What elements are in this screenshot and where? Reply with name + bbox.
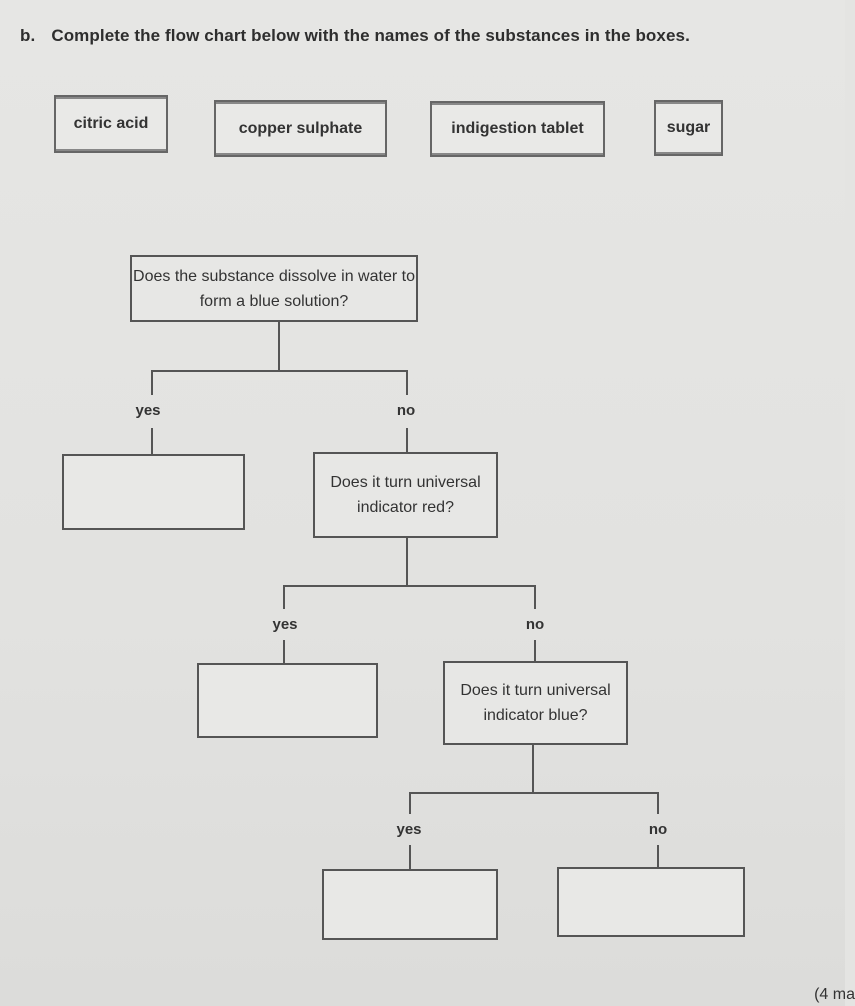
connector-line — [534, 640, 536, 662]
substance-copper-sulphate: copper sulphate — [214, 100, 387, 157]
connector-line — [406, 428, 408, 453]
branch-label-no: no — [396, 402, 416, 419]
instruction-text: Complete the flow chart below with the n… — [51, 26, 690, 45]
connector-line — [657, 845, 659, 868]
branch-label-no: no — [648, 821, 668, 838]
branch-label-yes: yes — [272, 616, 298, 633]
connector-line — [283, 640, 285, 664]
branch-label-no: no — [525, 616, 545, 633]
connector-line — [409, 792, 659, 794]
substance-citric-acid: citric acid — [54, 95, 168, 153]
substance-indigestion-tablet: indigestion tablet — [430, 101, 605, 157]
question-instruction: b. Complete the flow chart below with the… — [20, 26, 690, 46]
answer-box-1[interactable] — [62, 454, 245, 530]
substance-sugar: sugar — [654, 100, 723, 156]
connector-line — [151, 370, 408, 372]
question-box-indicator-blue: Does it turn universal indicator blue? — [443, 661, 628, 745]
connector-line — [409, 845, 411, 870]
connector-line — [406, 538, 408, 586]
question-box-indicator-red: Does it turn universal indicator red? — [313, 452, 498, 538]
answer-box-2[interactable] — [197, 663, 378, 738]
connector-line — [278, 321, 280, 372]
question-number: b. — [20, 26, 36, 45]
connector-line — [532, 745, 534, 793]
answer-box-4[interactable] — [557, 867, 745, 937]
connector-line — [283, 585, 285, 609]
branch-label-yes: yes — [396, 821, 422, 838]
connector-line — [657, 792, 659, 814]
connector-line — [151, 428, 153, 455]
connector-line — [151, 370, 153, 395]
connector-line — [406, 370, 408, 395]
question-box-dissolve-blue: Does the substance dissolve in water to … — [130, 255, 418, 322]
branch-label-yes: yes — [135, 402, 161, 419]
answer-box-3[interactable] — [322, 869, 498, 940]
marks-label: (4 ma — [814, 986, 855, 1003]
connector-line — [283, 585, 536, 587]
connector-line — [534, 585, 536, 609]
connector-line — [409, 792, 411, 814]
